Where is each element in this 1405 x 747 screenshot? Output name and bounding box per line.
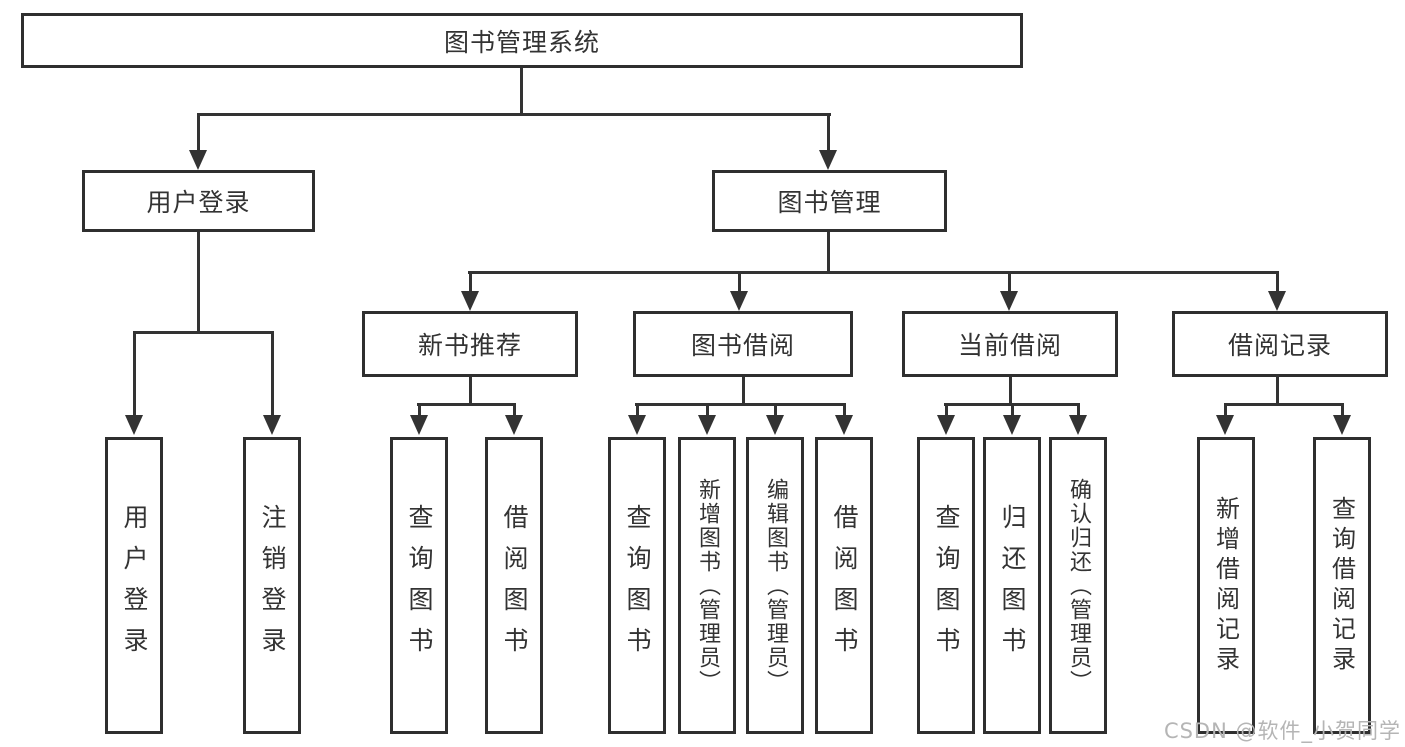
arrowhead-icon: [766, 415, 784, 435]
node-leaf-logout: 注销登录: [243, 437, 301, 734]
node-leaf-return-books: 归还图书: [983, 437, 1041, 734]
node-label: 当前借阅: [957, 331, 1062, 360]
node-leaf-edit-book-admin: 编辑图书（管理员）: [746, 437, 804, 734]
arrowhead-icon: [263, 415, 281, 435]
connector-arm: [706, 403, 709, 417]
node-current-borrow: 当前借阅: [902, 311, 1118, 377]
node-label: 归还图书: [998, 503, 1027, 668]
node-label: 用户登录: [120, 503, 149, 668]
node-label: 查询图书: [932, 503, 961, 668]
connector-bar: [1224, 403, 1343, 406]
connector-arm: [636, 403, 639, 417]
arrowhead-icon: [1333, 415, 1351, 435]
connector-bar: [417, 403, 516, 406]
connector-arm: [418, 403, 421, 417]
node-leaf-borrow-books-recommend: 借阅图书: [485, 437, 543, 734]
arrowhead-icon: [835, 415, 853, 435]
node-label: 编辑图书（管理员）: [763, 477, 788, 694]
node-user-login: 用户登录: [82, 170, 315, 232]
node-new-book-recommend: 新书推荐: [362, 311, 578, 377]
connector-arm-book-manage: [827, 113, 830, 152]
node-label: 注销登录: [258, 503, 287, 668]
connector-arm: [133, 331, 136, 417]
node-label: 用户登录: [146, 188, 251, 217]
node-leaf-query-books-current: 查询图书: [917, 437, 975, 734]
node-leaf-query-books-recommend: 查询图书: [390, 437, 448, 734]
node-leaf-query-borrow-record: 查询借阅记录: [1313, 437, 1371, 734]
node-label: 借阅记录: [1227, 331, 1332, 360]
connector-stem: [1276, 374, 1279, 405]
node-leaf-borrow-books: 借阅图书: [815, 437, 873, 734]
connector-login-bar: [133, 331, 274, 334]
node-label: 图书管理: [777, 188, 882, 217]
connector-arm: [1276, 271, 1279, 293]
node-label: 查询图书: [405, 503, 434, 668]
node-borrow-record: 借阅记录: [1172, 311, 1388, 377]
node-label: 借阅图书: [500, 503, 529, 668]
arrowhead-icon: [189, 150, 207, 170]
arrowhead-icon: [125, 415, 143, 435]
node-leaf-add-borrow-record: 新增借阅记录: [1197, 437, 1255, 734]
connector-arm: [513, 403, 516, 417]
connector-bar: [635, 403, 845, 406]
arrowhead-icon: [698, 415, 716, 435]
node-label: 新书推荐: [417, 331, 522, 360]
connector-arm: [1008, 271, 1011, 293]
arrowhead-icon: [819, 150, 837, 170]
node-root: 图书管理系统: [21, 13, 1023, 68]
arrowhead-icon: [1003, 415, 1021, 435]
arrowhead-icon: [937, 415, 955, 435]
connector-arm: [945, 403, 948, 417]
connector-arm: [843, 403, 846, 417]
node-leaf-query-books-borrow: 查询图书: [608, 437, 666, 734]
connector-root-stem: [520, 68, 523, 115]
node-label: 确认归还（管理员）: [1066, 477, 1091, 694]
connector-arm: [738, 271, 741, 293]
node-leaf-confirm-return-admin: 确认归还（管理员）: [1049, 437, 1107, 734]
connector-manage-stem: [827, 232, 830, 273]
connector-root-bar: [198, 113, 831, 116]
node-book-borrow: 图书借阅: [633, 311, 853, 377]
connector-arm: [271, 331, 274, 417]
connector-arm: [1224, 403, 1227, 417]
node-leaf-user-login: 用户登录: [105, 437, 163, 734]
node-label: 查询图书: [623, 503, 652, 668]
node-leaf-add-book-admin: 新增图书（管理员）: [678, 437, 736, 734]
arrowhead-icon: [1268, 291, 1286, 311]
arrowhead-icon: [461, 291, 479, 311]
arrowhead-icon: [1000, 291, 1018, 311]
connector-stem: [742, 377, 745, 405]
connector-arm: [1341, 403, 1344, 417]
arrowhead-icon: [628, 415, 646, 435]
node-label: 图书借阅: [690, 331, 795, 360]
connector-arm: [1077, 403, 1080, 417]
connector-stem: [469, 377, 472, 405]
node-label: 新增借阅记录: [1211, 495, 1240, 676]
connector-arm: [774, 403, 777, 417]
connector-arm-user-login: [197, 113, 200, 152]
node-label: 查询借阅记录: [1327, 495, 1356, 676]
arrowhead-icon: [1069, 415, 1087, 435]
node-label: 借阅图书: [830, 503, 859, 668]
connector-arm: [1011, 403, 1014, 417]
arrowhead-icon: [730, 291, 748, 311]
connector-login-stem: [197, 232, 200, 333]
arrowhead-icon: [410, 415, 428, 435]
node-label: 新增图书（管理员）: [695, 477, 720, 694]
node-root-label: 图书管理系统: [443, 27, 600, 57]
arrowhead-icon: [505, 415, 523, 435]
arrowhead-icon: [1216, 415, 1234, 435]
connector-manage-bar: [468, 271, 1279, 274]
node-book-manage: 图书管理: [712, 170, 947, 232]
connector-arm: [469, 271, 472, 293]
watermark: CSDN @软件_小贺同学: [1163, 719, 1401, 743]
connector-stem: [1009, 377, 1012, 405]
